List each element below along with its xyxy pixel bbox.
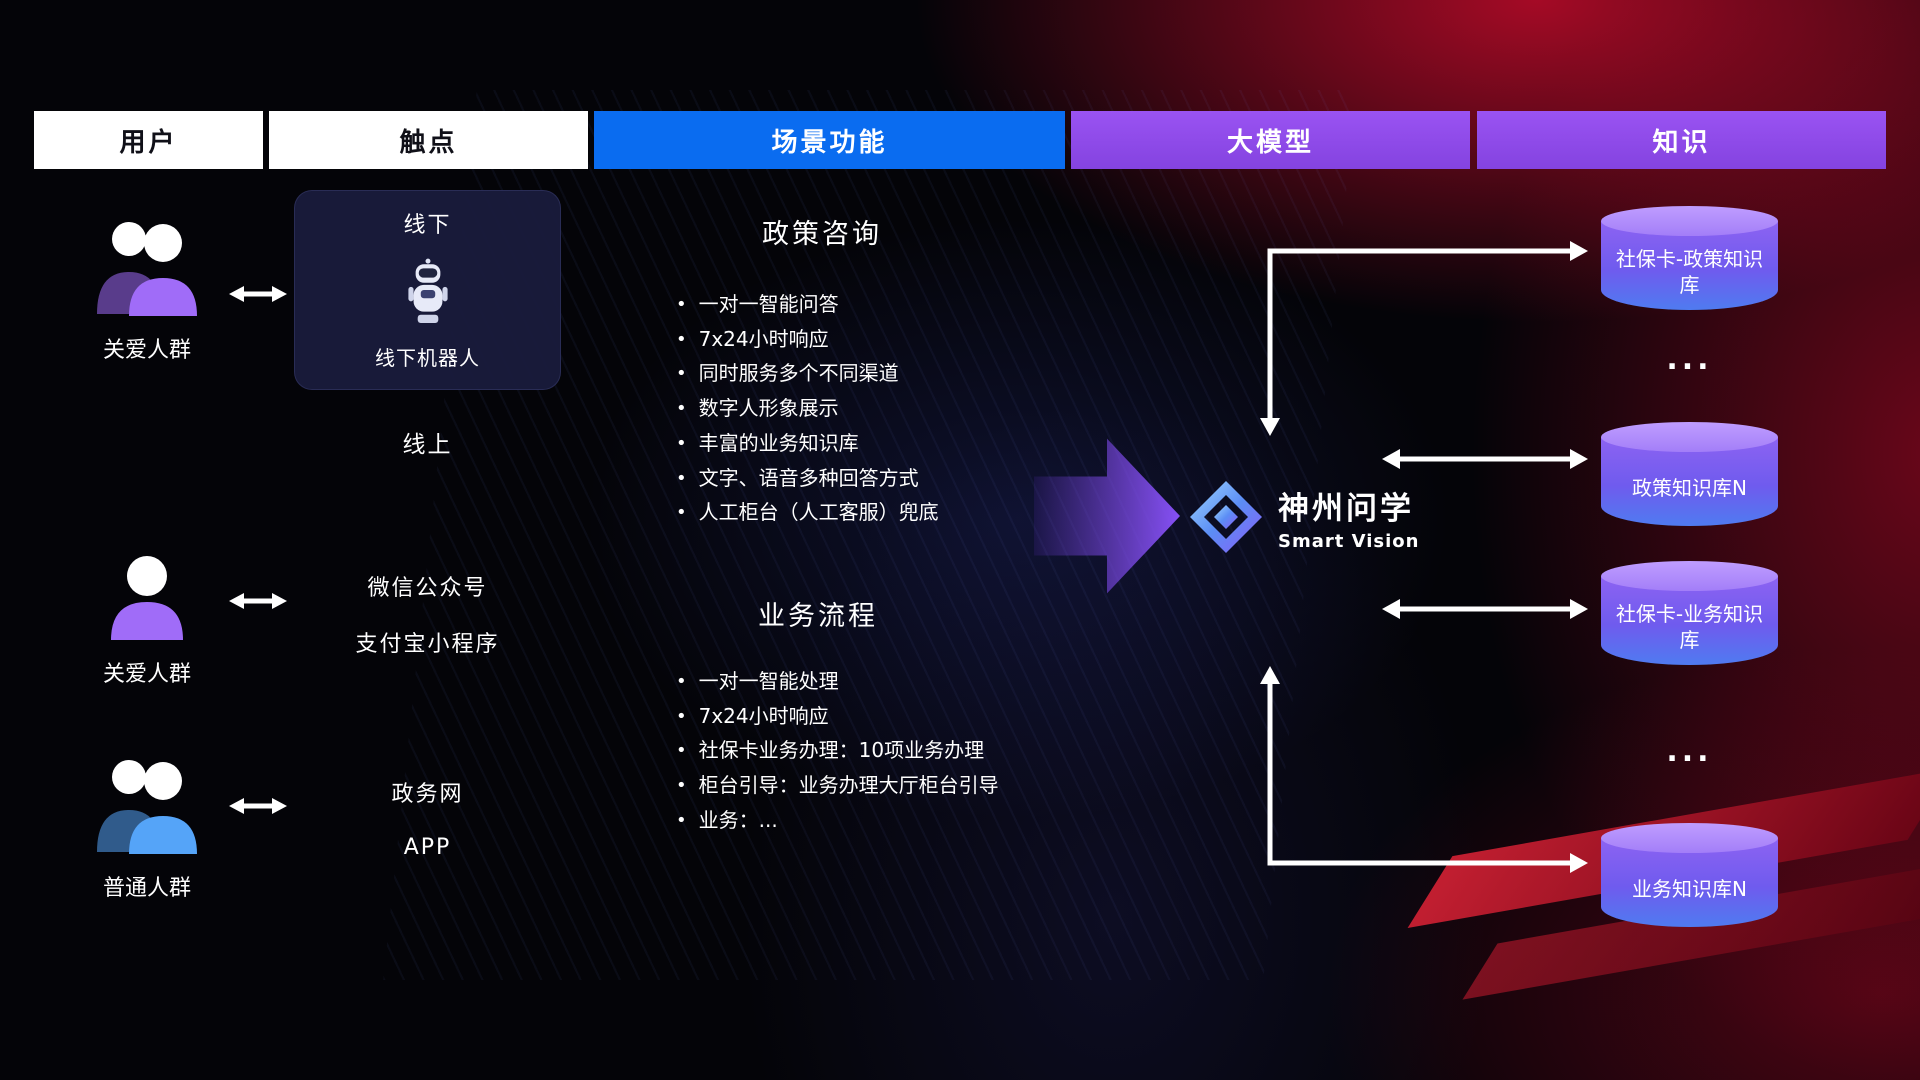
feature-item: 同时服务多个不同渠道 [676, 357, 939, 392]
flow-arrow-icon [1034, 438, 1180, 594]
offline-touchpoint-card: 线下 线下机器人 [294, 190, 561, 390]
business-feature-list: 一对一智能处理 7x24小时响应 社保卡业务办理：10项业务办理 柜台引导：业务… [676, 665, 999, 839]
feature-item: 一对一智能处理 [676, 665, 999, 700]
user-label: 普通人群 [102, 876, 191, 901]
policy-feature-list: 一对一智能问答 7x24小时响应 同时服务多个不同渠道 数字人形象展示 丰富的业… [676, 288, 939, 531]
wechat-channel-label: 微信公众号 [367, 576, 488, 601]
policy-section-title: 政策咨询 [762, 219, 882, 250]
column-header-touchpoint: 触点 [269, 111, 588, 169]
feature-item: 7x24小时响应 [676, 323, 939, 358]
two-people-icon [97, 760, 197, 854]
gov-web-channel-label: 政务网 [391, 782, 464, 807]
knowledge-db-policy-n: 政策知识库N [1601, 422, 1778, 526]
column-header-model: 大模型 [1071, 111, 1470, 169]
user-group-care-2: 关爱人群 [72, 552, 222, 688]
exchange-arrow-icon [229, 798, 287, 814]
alipay-channel-label: 支付宝小程序 [355, 632, 500, 657]
feature-item: 人工柜台（人工客服）兜底 [676, 496, 939, 531]
knowledge-db-business-ssc: 社保卡-业务知识库 [1601, 561, 1778, 665]
column-header-scenario: 场景功能 [594, 111, 1065, 169]
connector-elbow-top [1267, 248, 1572, 418]
knowledge-db-business-n: 业务知识库N [1601, 823, 1778, 927]
cylinder-top [1601, 823, 1778, 853]
person-icon [111, 556, 183, 640]
online-label: 线上 [402, 432, 453, 458]
feature-item: 数字人形象展示 [676, 392, 939, 427]
brand-text: 神州问学 Smart Vision [1278, 483, 1419, 552]
cylinder-top [1601, 561, 1778, 591]
cylinder-top [1601, 422, 1778, 452]
knowledge-db-policy-ssc: 社保卡-政策知识库 [1601, 206, 1778, 310]
offline-title: 线下 [403, 213, 452, 238]
feature-item: 丰富的业务知识库 [676, 427, 939, 462]
brand-logo: 神州问学 Smart Vision [1190, 481, 1419, 553]
user-label: 关爱人群 [102, 338, 191, 363]
two-people-icon [97, 222, 197, 316]
connector-elbow-bottom [1267, 684, 1572, 866]
feature-item: 文字、语音多种回答方式 [676, 462, 939, 497]
brand-subtitle: Smart Vision [1278, 530, 1420, 552]
app-channel-label: APP [403, 835, 452, 860]
robot-icon [407, 258, 448, 323]
cylinder-label: 社保卡-政策知识库 [1601, 221, 1778, 310]
business-section-title: 业务流程 [758, 601, 878, 632]
brand-name: 神州问学 [1278, 490, 1414, 527]
feature-item: 柜台引导：业务办理大厅柜台引导 [676, 769, 999, 804]
cylinder-label: 政策知识库N [1601, 437, 1778, 526]
feature-item: 一对一智能问答 [676, 288, 939, 323]
exchange-arrow-icon [229, 593, 287, 609]
ellipsis: ... [1666, 734, 1713, 769]
feature-item: 业务：... [676, 804, 999, 839]
knowledge-connector-arrows [1260, 241, 1588, 873]
ellipsis: ... [1666, 342, 1713, 377]
cylinder-top [1601, 206, 1778, 236]
diamond-logo-icon [1190, 481, 1262, 553]
user-group-general: 普通人群 [72, 754, 222, 902]
column-header-knowledge: 知识 [1477, 111, 1886, 169]
feature-item: 社保卡业务办理：10项业务办理 [676, 734, 999, 769]
exchange-arrow-icon [229, 286, 287, 302]
offline-robot-label: 线下机器人 [375, 346, 480, 370]
user-label: 关爱人群 [102, 662, 191, 687]
user-group-care-1: 关爱人群 [72, 216, 222, 364]
column-header-user: 用户 [34, 111, 263, 169]
feature-item: 7x24小时响应 [676, 700, 999, 735]
